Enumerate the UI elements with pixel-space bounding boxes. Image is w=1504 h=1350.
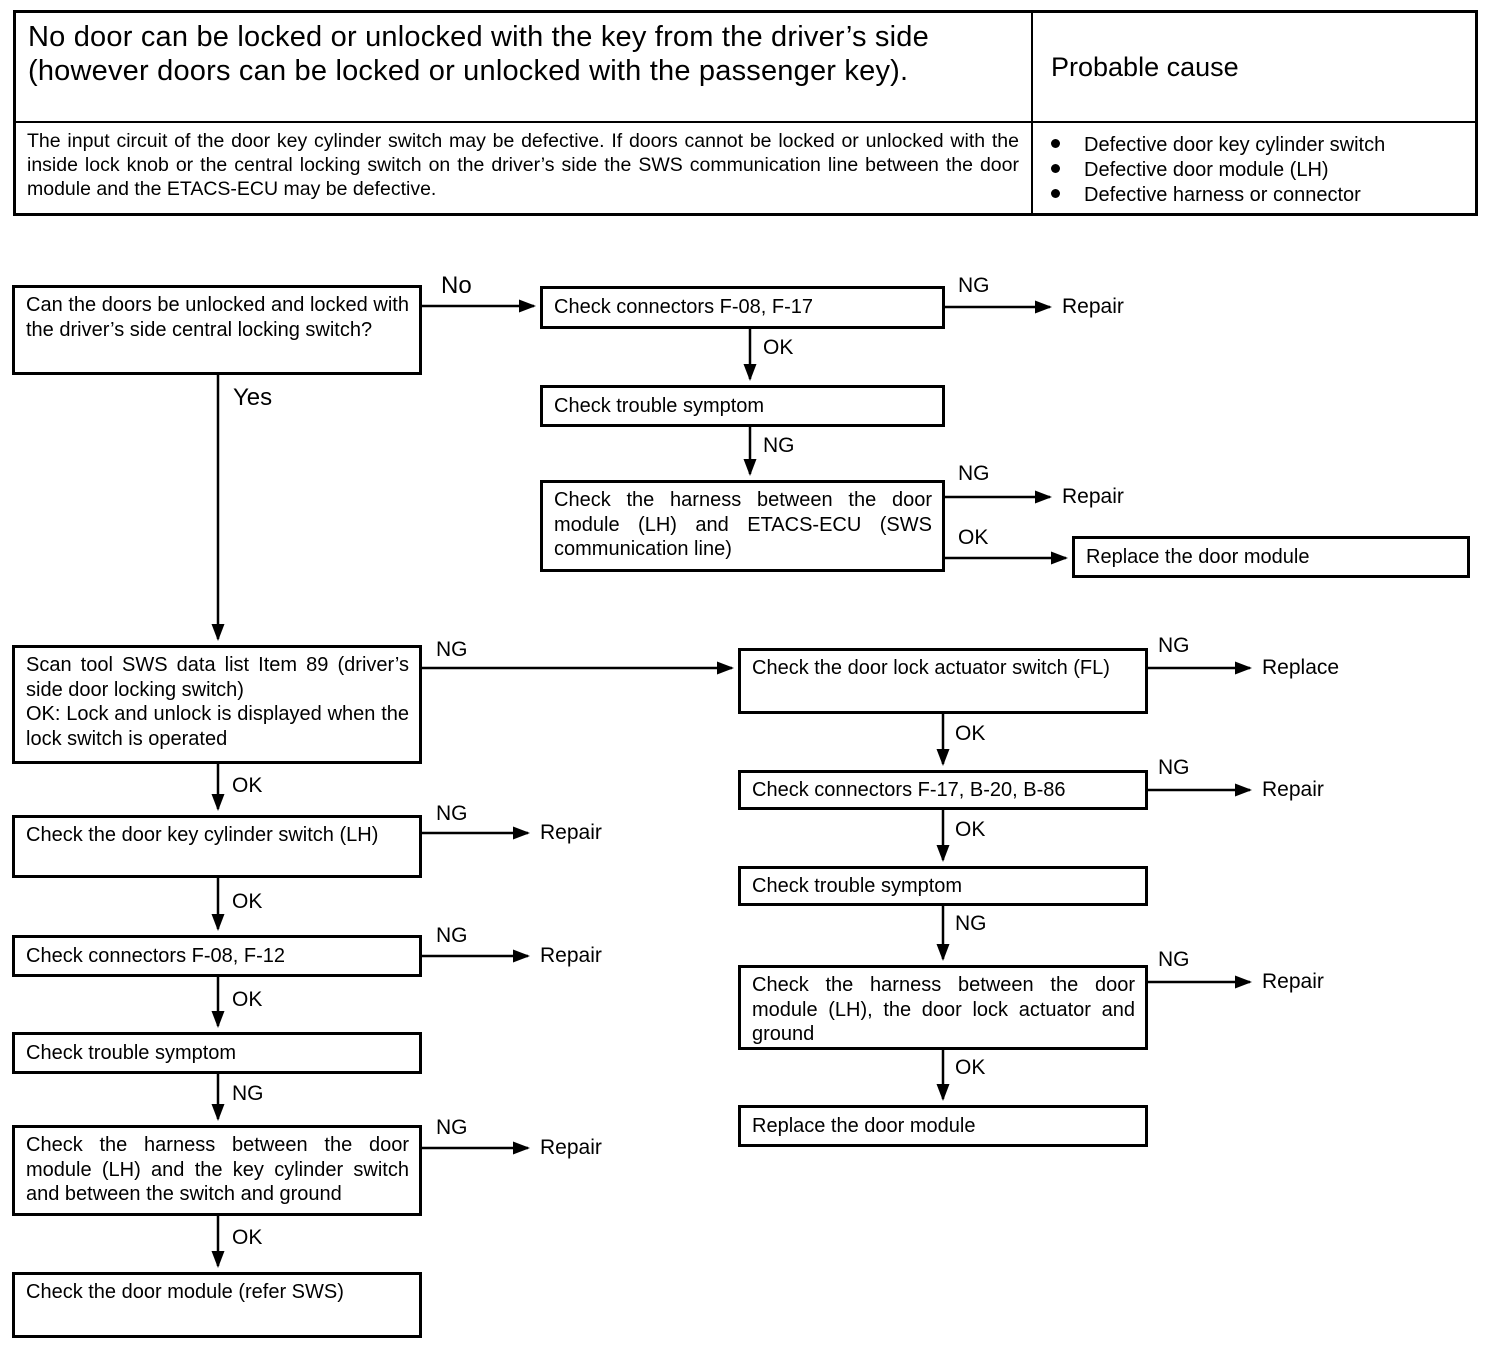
flow-label-ng: NG (436, 924, 468, 947)
flow-label-ok: OK (958, 526, 989, 549)
cause-description: The input circuit of the door key cylind… (16, 123, 1033, 213)
flow-label-ng: NG (1158, 756, 1190, 779)
terminal-repair: Repair (540, 944, 602, 967)
flow-label-ng: NG (1158, 948, 1190, 971)
cause-item-text: Defective door module (LH) (1084, 159, 1329, 181)
bullet-icon (1051, 189, 1060, 198)
cause-list: Defective door key cylinder switch Defec… (1033, 123, 1475, 213)
flow-label-ok: OK (232, 890, 263, 913)
terminal-repair: Repair (1062, 295, 1124, 318)
flow-node-check-trouble-symptom-2: Check trouble symptom (12, 1032, 422, 1074)
flow-label-ok: OK (955, 722, 986, 745)
flow-label-ng: NG (958, 274, 990, 297)
flow-label-ng: NG (232, 1082, 264, 1105)
flow-label-ok: OK (955, 1056, 986, 1079)
flow-node-central-switch-question: Can the doors be unlocked and locked wit… (12, 285, 422, 375)
cause-item: Defective door module (LH) (1051, 158, 1467, 183)
flow-label-ok: OK (232, 1226, 263, 1249)
flow-node-check-harness-key-cylinder: Check the harness between the door modul… (12, 1125, 422, 1216)
flow-label-ng: NG (958, 462, 990, 485)
flow-label-ng: NG (436, 802, 468, 825)
flow-node-replace-door-module-1: Replace the door module (1072, 536, 1470, 578)
terminal-repair: Repair (540, 1136, 602, 1159)
flow-node-replace-door-module-2: Replace the door module (738, 1105, 1148, 1147)
flow-node-check-door-module: Check the door module (refer SWS) (12, 1272, 422, 1338)
flow-label-ng: NG (436, 1116, 468, 1139)
probable-cause-header: Probable cause (1033, 13, 1475, 123)
terminal-replace: Replace (1262, 656, 1340, 679)
terminal-repair: Repair (1262, 970, 1324, 993)
flow-node-check-harness-etacs: Check the harness between the door modul… (540, 480, 945, 572)
bullet-icon (1051, 164, 1060, 173)
flow-label-yes: Yes (233, 384, 273, 411)
flow-node-check-connectors-f08-f12: Check connectors F-08, F-12 (12, 935, 422, 977)
terminal-repair: Repair (1062, 485, 1124, 508)
flow-label-ok: OK (232, 988, 263, 1011)
flow-node-check-connectors-f17-b20-b86: Check connectors F-17, B-20, B-86 (738, 770, 1148, 810)
flow-node-check-harness-actuator: Check the harness between the door modul… (738, 965, 1148, 1050)
flow-label-ng: NG (1158, 634, 1190, 657)
cause-item: Defective door key cylinder switch (1051, 133, 1467, 158)
flow-node-check-actuator-switch: Check the door lock actuator switch (FL) (738, 648, 1148, 714)
flow-node-check-trouble-symptom-1: Check trouble symptom (540, 385, 945, 427)
cause-item: Defective harness or connector (1051, 183, 1467, 208)
flow-label-ok: OK (763, 336, 794, 359)
flow-node-scan-tool-sws: Scan tool SWS data list Item 89 (driver’… (12, 645, 422, 764)
bullet-icon (1051, 139, 1060, 148)
terminal-repair: Repair (1262, 778, 1324, 801)
flow-label-ng: NG (436, 638, 468, 661)
flow-label-ok: OK (232, 774, 263, 797)
terminal-repair: Repair (540, 821, 602, 844)
cause-item-text: Defective door key cylinder switch (1084, 134, 1386, 156)
flow-label-ok: OK (955, 818, 986, 841)
symptom-table: No door can be locked or unlocked with t… (13, 10, 1478, 216)
flow-label-ng: NG (763, 434, 795, 457)
flow-node-check-trouble-symptom-3: Check trouble symptom (738, 866, 1148, 906)
flow-label-ng: NG (955, 912, 987, 935)
symptom-text: No door can be locked or unlocked with t… (16, 13, 1033, 123)
flow-node-check-key-cylinder-switch: Check the door key cylinder switch (LH) (12, 815, 422, 878)
cause-item-text: Defective harness or connector (1084, 184, 1361, 206)
flow-label-no: No (441, 272, 472, 299)
flow-node-check-connectors-f08-f17: Check connectors F-08, F-17 (540, 286, 945, 329)
